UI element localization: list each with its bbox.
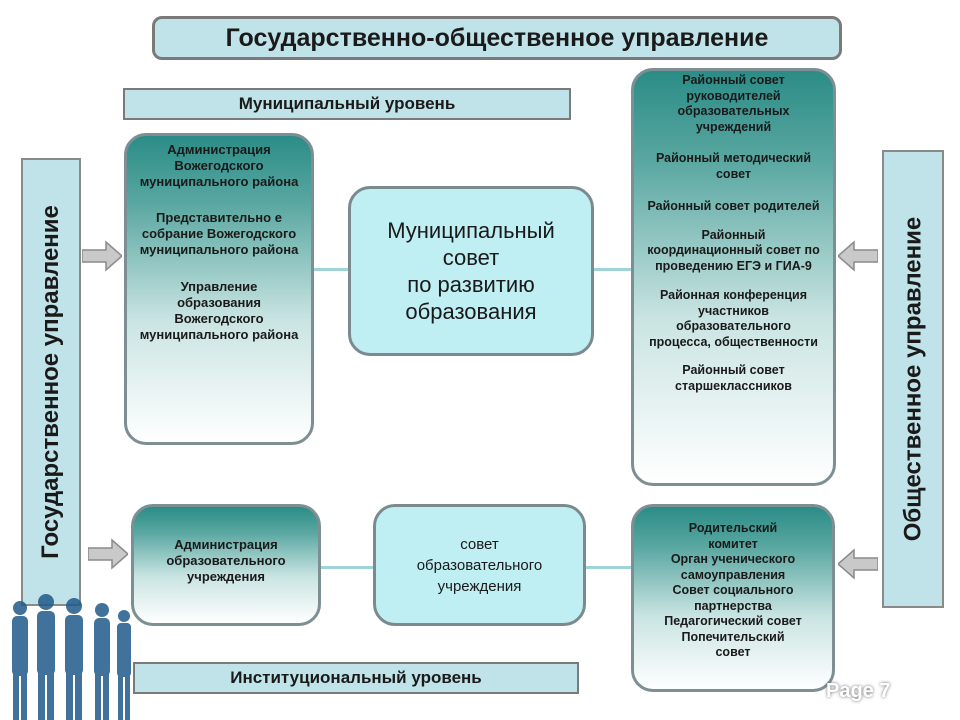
connector-line <box>320 566 375 569</box>
council-line: учреждения <box>437 577 522 595</box>
connector-line <box>312 268 350 271</box>
municipal-council-box: Муниципальный совет по развитию образова… <box>348 186 594 356</box>
district-council-item: Районный совет руководителей образовател… <box>677 73 790 134</box>
institution-public-item: Орган ученического самоуправления <box>670 552 796 582</box>
state-management-label: Государственное управление <box>37 205 64 559</box>
people-silhouettes-image <box>12 594 131 720</box>
state-management-bar: Государственное управление <box>21 158 81 606</box>
district-council-item: Районный методический совет <box>655 151 812 181</box>
page-title: Государственно-общественное управление <box>152 16 842 60</box>
council-line: образования <box>405 299 537 324</box>
arrow-left-icon <box>838 548 878 580</box>
council-line: совет <box>442 245 500 270</box>
municipal-body-item: Управление образования Вожегодского муни… <box>139 279 299 342</box>
arrow-right-icon <box>82 240 122 272</box>
district-council-item: Районный совет старшеклассников <box>675 363 792 393</box>
institution-public-item: Родительский комитет <box>688 521 778 551</box>
institution-council-box: совет образовательного учреждения <box>373 504 586 626</box>
connector-line <box>585 566 633 569</box>
institution-public-box: Родительский комитет Орган ученического … <box>631 504 835 692</box>
institutional-level-label: Институциональный уровень <box>133 662 579 694</box>
council-line: совет <box>460 535 499 553</box>
institution-public-item: Попечительский совет <box>681 629 785 660</box>
page-number-label: Page 7 <box>826 680 891 702</box>
institution-admin-text: Администрация образовательного учреждени… <box>166 537 286 584</box>
institution-public-item: Педагогический совет <box>664 614 802 628</box>
public-management-label: Общественное управление <box>899 216 926 542</box>
arrow-right-icon <box>88 538 128 570</box>
municipal-body-item: Представительно е собрание Вожегодского … <box>139 210 299 257</box>
municipal-body-item: Администрация Вожегодского муниципальног… <box>139 142 299 189</box>
district-councils-box: Районный совет руководителей образовател… <box>631 68 836 486</box>
institution-admin-box: Администрация образовательного учреждени… <box>131 504 321 626</box>
council-line: образовательного <box>416 556 543 574</box>
institution-public-item: Совет социального партнерства <box>672 583 794 613</box>
municipal-level-label: Муниципальный уровень <box>123 88 571 120</box>
district-council-item: Районная конференция участников образова… <box>649 288 818 349</box>
council-line: Муниципальный <box>387 218 555 243</box>
district-council-item: Районный координационный совет по провед… <box>647 227 820 273</box>
arrow-left-icon <box>838 240 878 272</box>
connector-line <box>593 268 633 271</box>
municipal-bodies-box: Администрация Вожегодского муниципальног… <box>124 133 314 445</box>
district-council-item: Районный совет родителей <box>647 199 820 213</box>
council-line: по развитию <box>407 272 535 297</box>
public-management-bar: Общественное управление <box>882 150 944 608</box>
